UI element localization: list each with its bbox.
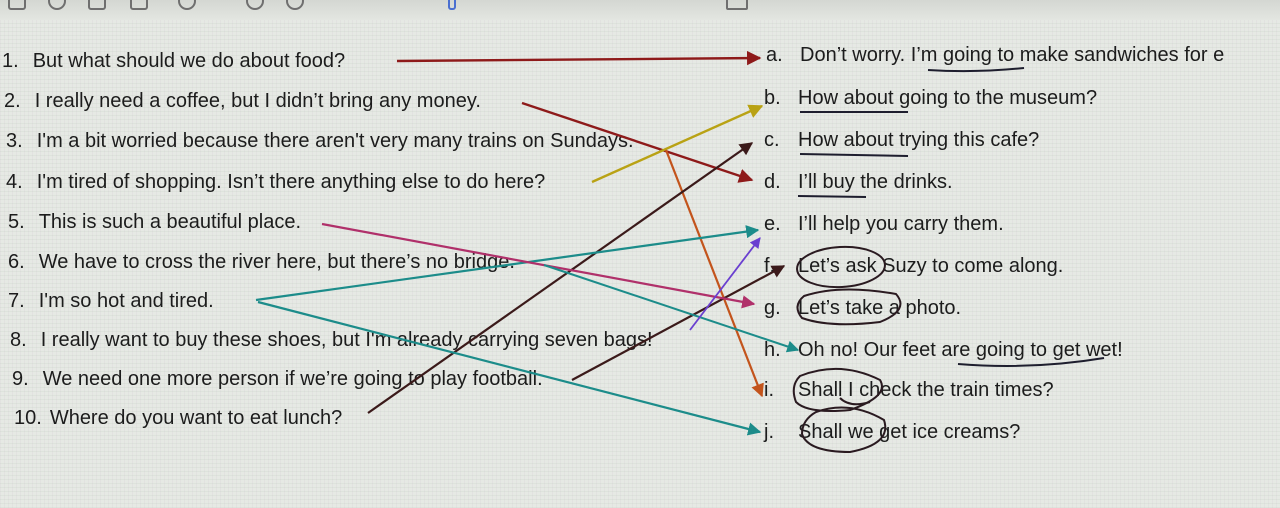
response-i: i. Shall I check the train times?: [764, 378, 1054, 402]
response-letter: e.: [764, 213, 781, 235]
response-b: b. How about going to the museum?: [764, 86, 1097, 110]
response-text: Don’t worry. I’m going to make sandwiche…: [800, 44, 1225, 66]
statement-text: Where do you want to eat lunch?: [49, 407, 343, 429]
clock-icon[interactable]: [246, 0, 264, 10]
statement-number: 6.: [8, 251, 25, 273]
statement-text: I'm so hot and tired.: [38, 290, 214, 312]
statement-text: I'm tired of shopping. Isn’t there anyth…: [36, 171, 546, 193]
statement-text: I really want to buy these shoes, but I'…: [40, 329, 653, 351]
statement-5: 5. This is such a beautiful place.: [8, 210, 301, 234]
arrow-9-to-f: [571, 265, 786, 381]
response-letter: g.: [764, 297, 781, 319]
response-letter: b.: [764, 87, 781, 109]
response-letter: a.: [766, 44, 783, 66]
statement-text: I really need a coffee, but I didn’t bri…: [34, 90, 481, 112]
response-text: I’ll buy the drinks.: [798, 171, 953, 193]
response-d: d. I’ll buy the drinks.: [764, 170, 953, 194]
response-text: Shall I check the train times?: [798, 379, 1054, 401]
response-h: h. Oh no! Our feet are going to get wet!: [764, 338, 1123, 362]
statement-number: 7.: [8, 290, 25, 312]
toolbar-strip: [0, 0, 1280, 20]
statement-10: 10. Where do you want to eat lunch?: [14, 406, 342, 430]
response-a: a. Don’t worry. I’m going to make sandwic…: [766, 43, 1280, 67]
response-text: Let’s take a photo.: [798, 297, 962, 319]
statement-8: 8. I really want to buy these shoes, but …: [10, 328, 653, 352]
statement-number: 1.: [2, 50, 19, 72]
response-text: I’ll help you carry them.: [798, 213, 1004, 235]
response-letter: h.: [764, 339, 781, 361]
statement-2: 2. I really need a coffee, but I didn’t b…: [4, 89, 481, 113]
redo-icon[interactable]: [48, 0, 66, 10]
response-e: e. I’ll help you carry them.: [764, 212, 1004, 236]
statement-text: We have to cross the river here, but the…: [38, 251, 515, 273]
response-letter: c.: [764, 129, 780, 151]
statement-number: 10.: [14, 407, 42, 429]
response-letter: j.: [764, 421, 774, 443]
response-g: g. Let’s take a photo.: [764, 296, 961, 320]
history-icon[interactable]: [286, 0, 304, 10]
statement-4: 4. I'm tired of shopping. Isn’t there any…: [6, 170, 545, 194]
search-icon[interactable]: [178, 0, 196, 10]
underline-ill-buy: [797, 195, 867, 198]
image-icon[interactable]: [130, 0, 148, 10]
arrow-3-to-i: [664, 149, 764, 398]
statement-6: 6. We have to cross the river here, but t…: [8, 250, 515, 274]
arrow-1-to-a: [396, 50, 762, 66]
response-f: f. Let’s ask Suzy to come along.: [764, 254, 1063, 278]
statement-number: 5.: [8, 211, 25, 233]
response-j: j. Shall we get ice creams?: [764, 420, 1020, 444]
statement-9: 9. We need one more person if we’re going…: [12, 367, 543, 391]
statement-number: 3.: [6, 130, 23, 152]
undo-icon[interactable]: [8, 0, 26, 10]
statement-7: 7. I'm so hot and tired.: [8, 289, 214, 313]
statement-1: 1. But what should we do about food?: [2, 49, 345, 73]
response-text: How about going to the museum?: [798, 87, 1098, 109]
arrow-8-to-e: [689, 237, 761, 331]
response-text: How about trying this cafe?: [798, 129, 1040, 151]
response-letter: d.: [764, 171, 781, 193]
underline-im-going: [927, 67, 1025, 73]
statement-text: I'm a bit worried because there aren't v…: [36, 130, 634, 152]
statement-text: But what should we do about food?: [32, 50, 346, 72]
statement-number: 8.: [10, 329, 27, 351]
statement-number: 9.: [12, 368, 29, 390]
statement-number: 4.: [6, 171, 23, 193]
statement-text: We need one more person if we’re going t…: [42, 368, 543, 390]
text-cursor-icon[interactable]: [448, 0, 456, 10]
response-text: Oh no! Our feet are going to get wet!: [798, 339, 1123, 361]
response-text: Shall we get ice creams?: [798, 421, 1021, 443]
statement-number: 2.: [4, 90, 21, 112]
underline-how-about-c: [799, 153, 909, 157]
response-c: c. How about trying this cafe?: [764, 128, 1039, 152]
response-text: Let’s ask Suzy to come along.: [798, 255, 1064, 277]
statement-text: This is such a beautiful place.: [38, 211, 302, 233]
folder-icon[interactable]: [88, 0, 106, 10]
statement-3: 3. I'm a bit worried because there aren't…: [6, 129, 634, 153]
response-letter: i.: [764, 379, 774, 401]
response-letter: f.: [764, 255, 776, 277]
tab-icon[interactable]: [726, 0, 748, 10]
